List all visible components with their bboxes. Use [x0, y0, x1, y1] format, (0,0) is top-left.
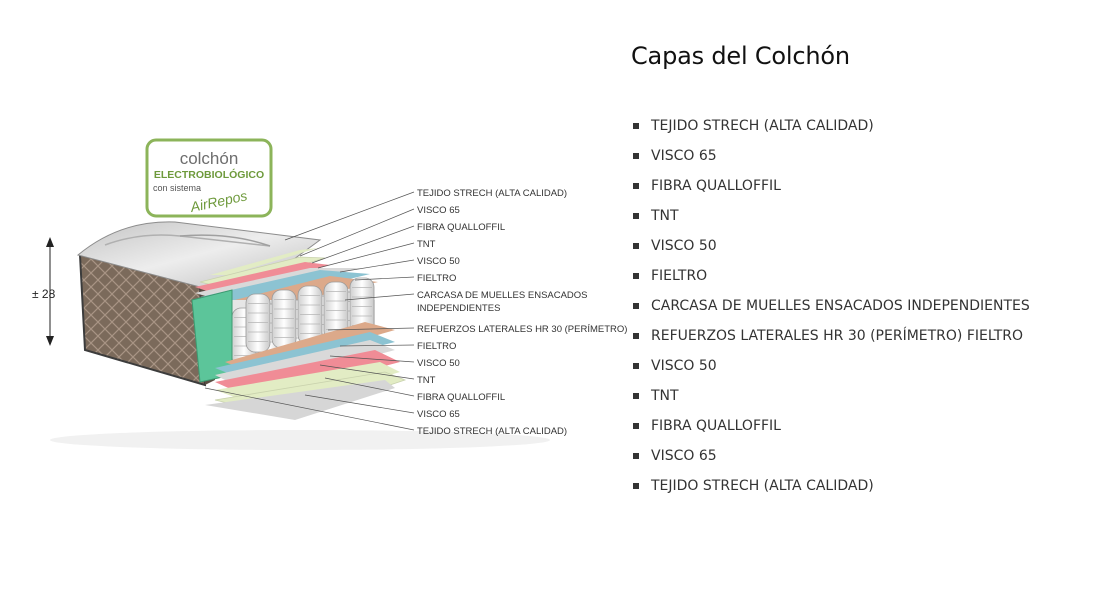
pocket-spring — [245, 293, 271, 353]
layer-list-item: TEJIDO STRECH (ALTA CALIDAD) — [631, 471, 1101, 501]
layer-list-item: FIBRA QUALLOFFIL — [631, 411, 1101, 441]
bottom-layers — [205, 322, 407, 420]
leader-line — [299, 208, 415, 257]
bullet-icon — [633, 483, 639, 489]
bullet-icon — [633, 393, 639, 399]
layer-list-label: FIBRA QUALLOFFIL — [651, 178, 781, 194]
layer-list-item: FIBRA QUALLOFFIL — [631, 171, 1101, 201]
diagram-layer-label: TNT — [417, 239, 436, 250]
leader-line — [324, 377, 415, 397]
bullet-icon — [633, 183, 639, 189]
leader-line — [304, 394, 415, 414]
layer-list-label: REFUERZOS LATERALES HR 30 (PERÍMETRO) FI… — [651, 328, 1024, 344]
pocket-spring — [271, 289, 297, 349]
diagram-layer-label: FIELTRO — [417, 273, 456, 284]
bullet-icon — [633, 213, 639, 219]
bullet-icon — [633, 123, 639, 129]
bullet-icon — [633, 423, 639, 429]
mattress-diagram: ± 28 colchón ELECTROBIOLÓ — [32, 138, 627, 450]
height-dimension: ± 28 — [32, 237, 56, 346]
diagram-layer-label: INDEPENDIENTES — [417, 303, 500, 314]
badge-line2: ELECTROBIOLÓGICO — [154, 168, 264, 181]
layer-list-label: VISCO 50 — [651, 238, 717, 254]
layer-list-label: FIBRA QUALLOFFIL — [651, 418, 781, 434]
layer-list-item: FIELTRO — [631, 261, 1101, 291]
layers-panel: Capas del Colchón TEJIDO STRECH (ALTA CA… — [631, 42, 1101, 501]
layer-list-label: TEJIDO STRECH (ALTA CALIDAD) — [651, 118, 874, 134]
leader-line — [329, 355, 415, 363]
layer-list-item: VISCO 65 — [631, 141, 1101, 171]
layer-list-item: TEJIDO STRECH (ALTA CALIDAD) — [631, 111, 1101, 141]
diagram-layer-label: VISCO 65 — [417, 205, 460, 216]
pocket-spring — [297, 285, 323, 345]
bullet-icon — [633, 153, 639, 159]
layer-callouts: TEJIDO STRECH (ALTA CALIDAD) VISCO 65 FIBR… — [204, 188, 627, 437]
layer-list-item: VISCO 50 — [631, 231, 1101, 261]
layer-list-label: TEJIDO STRECH (ALTA CALIDAD) — [651, 478, 874, 494]
leader-line — [339, 259, 415, 273]
leader-line — [311, 225, 415, 264]
bullet-icon — [633, 273, 639, 279]
leader-line — [284, 191, 415, 241]
bullet-icon — [633, 243, 639, 249]
layer-list-item: REFUERZOS LATERALES HR 30 (PERÍMETRO) FI… — [631, 321, 1101, 351]
layer-list-item: TNT — [631, 381, 1101, 411]
layer-list-label: VISCO 65 — [651, 448, 717, 464]
leader-line — [344, 293, 415, 301]
layer-list: TEJIDO STRECH (ALTA CALIDAD) VISCO 65 FIBR… — [631, 111, 1101, 501]
height-label: ± 28 — [32, 287, 56, 301]
diagram-layer-label: TEJIDO STRECH (ALTA CALIDAD) — [417, 188, 567, 199]
bullet-icon — [633, 363, 639, 369]
diagram-layer-label: TNT — [417, 375, 436, 386]
layer-list-item: VISCO 65 — [631, 441, 1101, 471]
bullet-icon — [633, 333, 639, 339]
leader-line — [354, 276, 415, 281]
leader-line — [319, 364, 415, 380]
layer-list-item: TNT — [631, 201, 1101, 231]
diagram-layer-label: FIELTRO — [417, 341, 456, 352]
panel-title: Capas del Colchón — [631, 42, 850, 70]
diagram-layer-label: VISCO 50 — [417, 358, 460, 369]
badge-line1: colchón — [180, 149, 239, 168]
diagram-layer-label: REFUERZOS LATERALES HR 30 (PERÍMETRO) — [417, 324, 627, 335]
diagram-layer-label: CARCASA DE MUELLES ENSACADOS — [417, 290, 588, 301]
layer-list-label: VISCO 65 — [651, 148, 717, 164]
layer-list-label: VISCO 50 — [651, 358, 717, 374]
diagram-layer-label: VISCO 50 — [417, 256, 460, 267]
badge-line3: con sistema — [153, 183, 201, 193]
bullet-icon — [633, 453, 639, 459]
layer-list-item: CARCASA DE MUELLES ENSACADOS INDEPENDIEN… — [631, 291, 1101, 321]
leader-line — [327, 327, 415, 331]
layer-list-label: TNT — [651, 388, 679, 404]
diagram-layer-label: FIBRA QUALLOFFIL — [417, 392, 505, 403]
leader-line — [317, 242, 415, 269]
layer-list-label: FIELTRO — [651, 268, 708, 284]
electrobiologico-badge: colchón ELECTROBIOLÓGICO con sistema Air… — [145, 138, 273, 218]
leader-line — [339, 344, 415, 347]
diagram-layer-label: VISCO 65 — [417, 409, 460, 420]
mattress-shadow — [50, 430, 550, 450]
diagram-layer-label: FIBRA QUALLOFFIL — [417, 222, 505, 233]
layer-list-item: VISCO 50 — [631, 351, 1101, 381]
layer-list-label: TNT — [651, 208, 679, 224]
diagram-layer-label: TEJIDO STRECH (ALTA CALIDAD) — [417, 426, 567, 437]
leader-line — [204, 387, 415, 431]
layer-list-label: CARCASA DE MUELLES ENSACADOS INDEPENDIEN… — [651, 298, 1030, 314]
bullet-icon — [633, 303, 639, 309]
